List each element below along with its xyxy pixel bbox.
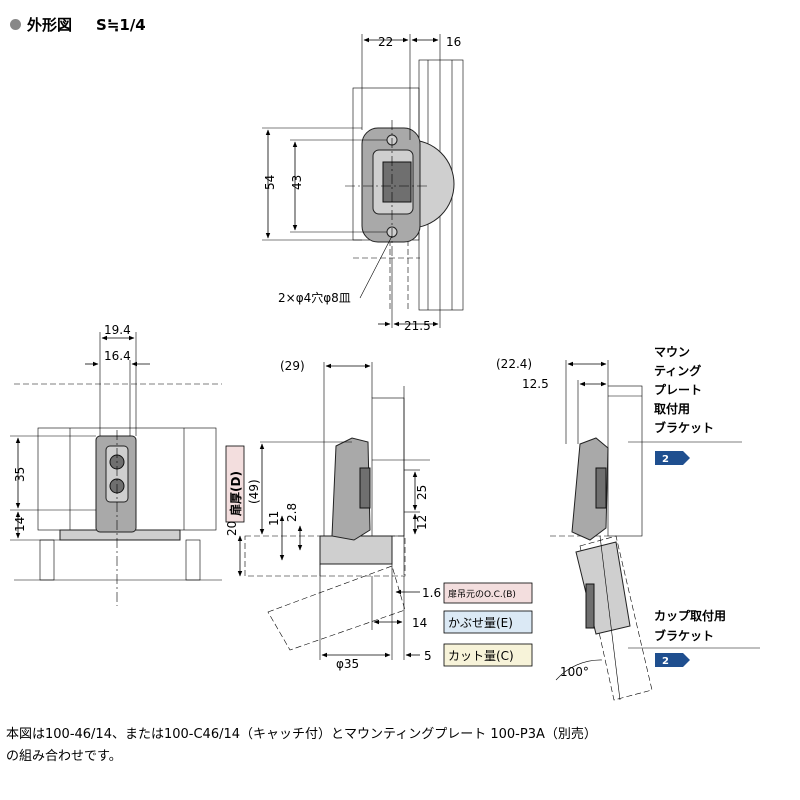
dim-16-4-label: 16.4 — [104, 349, 131, 363]
dim-25-label: 25 — [415, 485, 429, 500]
dim-14-label: 14 — [13, 517, 27, 532]
footer-line-2: の組み合わせです。 — [6, 749, 122, 764]
dim-21-5-label: 21.5 — [404, 319, 431, 333]
side-view: (29) 扉厚(D) (49) 20 11 2.8 25 12 1.6 14 φ… — [225, 359, 533, 671]
cup-label-1: カップ取付用 — [654, 608, 726, 623]
dim-2-8-label: 2.8 — [285, 503, 299, 522]
door-thickness-label: 扉厚(D) — [228, 471, 243, 516]
dim-49-label: (49) — [247, 479, 261, 504]
dim-5-label: 5 — [424, 649, 432, 663]
open-arm-body — [571, 437, 609, 541]
open-cup — [575, 541, 631, 635]
dim-20-label: 20 — [225, 521, 239, 536]
mounting-label-1: マウン — [654, 345, 690, 359]
dim-22-4-label: (22.4) — [496, 357, 532, 371]
dim-22-label: 22 — [378, 35, 393, 49]
tag-oc-label: 扉吊元のO.C.(B) — [448, 588, 516, 600]
angle-label: 100° — [560, 665, 589, 679]
cup-label-2: ブラケット — [654, 628, 714, 643]
mounting-label-3: プレート — [654, 382, 702, 397]
side-door-outline — [244, 535, 406, 577]
mounting-label-5: ブラケット — [654, 420, 714, 435]
front-view: 19.4 16.4 35 14 — [10, 323, 222, 606]
tag-oc — [443, 582, 533, 604]
dim-14-side-label: 14 — [412, 616, 427, 630]
open-view: (22.4) 12.5 100° マウン ティング プレート 取付用 ブラケット… — [496, 345, 760, 701]
badge-1-label: 2 — [662, 454, 669, 465]
dim-43-label: 43 — [290, 175, 304, 190]
tag-cut — [443, 643, 533, 667]
side-cup — [319, 535, 393, 565]
top-cup — [409, 139, 455, 229]
dim-16-label: 16 — [446, 35, 461, 49]
footer-line-1: 本図は100-46/14、または100-C46/14（キャッチ付）とマウンティン… — [6, 727, 597, 742]
dim-54-label: 54 — [263, 175, 277, 190]
dim-12-label: 12 — [415, 515, 429, 530]
tag-overlay-label: かぶせ量(E) — [448, 616, 513, 630]
mounting-label-2: ティング — [654, 363, 701, 378]
side-plate-outline — [371, 397, 405, 537]
dim-29-label: (29) — [280, 359, 305, 373]
bullet-icon — [10, 19, 21, 30]
drawing-title: 外形図 S≒1/4 — [10, 14, 146, 35]
dim-12-5-label: 12.5 — [522, 377, 549, 391]
tag-overlay — [443, 610, 533, 634]
top-view: 22 16 54 43 2×φ4穴φ8皿 21.5 — [262, 34, 464, 333]
title-scale: S≒1/4 — [96, 15, 146, 34]
dim-19-4-label: 19.4 — [104, 323, 131, 337]
badge-2-label: 2 — [662, 656, 669, 667]
open-plate-outline — [607, 385, 643, 537]
technical-drawing: 22 16 54 43 2×φ4穴φ8皿 21.5 — [10, 34, 760, 701]
dim-1-6-label: 1.6 — [422, 586, 441, 600]
hole-callout-label: 2×φ4穴φ8皿 — [278, 290, 351, 305]
side-arm-body — [331, 437, 371, 541]
door-thickness-tag — [225, 445, 245, 523]
mounting-label-4: 取付用 — [654, 401, 690, 416]
tag-cut-label: カット量(C) — [448, 649, 514, 663]
footer-note: 本図は100-46/14、または100-C46/14（キャッチ付）とマウンティン… — [6, 724, 796, 768]
badge-1 — [655, 451, 683, 465]
dim-phi35-label: φ35 — [336, 657, 359, 671]
dim-35-label: 35 — [13, 467, 27, 482]
badge-2 — [655, 653, 683, 667]
title-label: 外形図 — [27, 16, 73, 34]
dim-11-label: 11 — [267, 511, 281, 526]
